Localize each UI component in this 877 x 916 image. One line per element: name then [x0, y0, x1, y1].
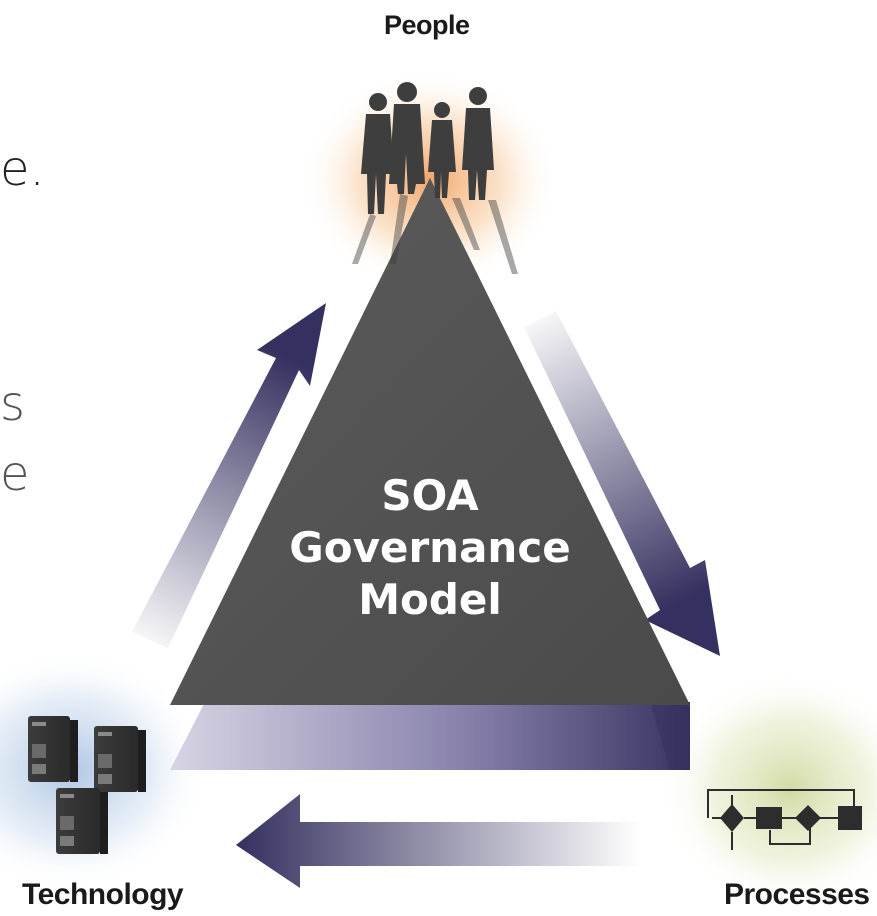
cut-off-text-fragment-3: e: [0, 446, 30, 502]
cut-off-text-fragment-1: e.: [0, 141, 45, 197]
center-title-line-2: Governance: [289, 523, 571, 572]
label-processes: Processes: [724, 878, 870, 911]
process-flowchart-icon: [707, 789, 862, 850]
triangle-base: [170, 702, 690, 770]
center-title-line-1: SOA: [381, 471, 479, 520]
people-silhouettes-icon: [352, 82, 518, 274]
label-people: People: [384, 10, 470, 40]
label-technology: Technology: [22, 878, 184, 911]
server-towers-icon: [28, 716, 146, 854]
center-title: SOA Governance Model: [250, 470, 610, 626]
center-title-line-3: Model: [358, 575, 502, 624]
arrow-up-left: [132, 303, 326, 648]
arrow-left-bottom: [236, 794, 640, 888]
governance-triangle: [170, 178, 690, 705]
arrow-down-right: [524, 311, 720, 656]
cut-off-text-fragment-2: s: [0, 376, 26, 432]
